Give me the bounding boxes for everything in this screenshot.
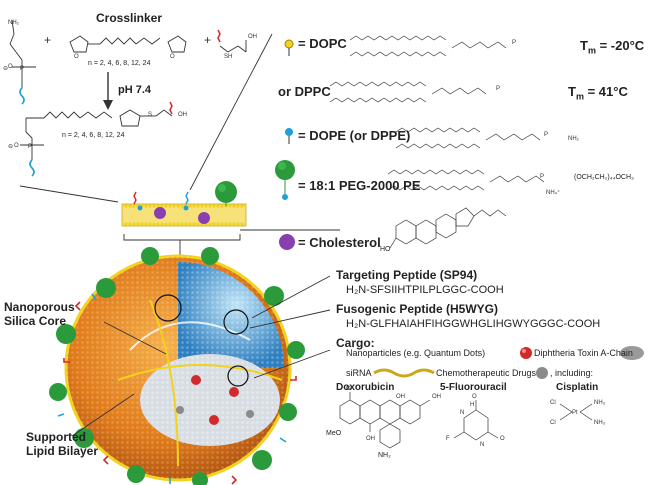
svg-text:O: O <box>170 54 175 60</box>
lipid-bilayer-label: Supported Lipid Bilayer <box>26 430 98 458</box>
svg-text:P: P <box>540 174 544 180</box>
fusogenic-peptide-sequence: H₂N-GLFHAIAHFIHGGWHGLIHGWYGGGC-COOH <box>346 318 601 330</box>
crosslinker-n-values-top: n = 2, 4, 6, 8, 12, 24 <box>88 60 151 67</box>
cholesterol-label: = Cholesterol <box>298 235 381 250</box>
svg-text:F: F <box>446 436 450 442</box>
cholesterol-ho-label: HO <box>380 246 391 253</box>
svg-text:P: P <box>512 40 516 46</box>
svg-text:NH₃: NH₃ <box>594 400 606 406</box>
particle-pointers <box>71 275 331 437</box>
svg-text:O: O <box>14 143 19 149</box>
svg-text:+: + <box>44 33 51 47</box>
dopc-tm-subscript: m <box>587 45 596 56</box>
doxorubicin-nh2-label: NH₂ <box>378 452 391 459</box>
svg-text:O: O <box>346 386 351 392</box>
svg-text:P: P <box>496 86 500 92</box>
lipid-legend-icons <box>275 39 295 250</box>
svg-text:NH₄⁺: NH₄⁺ <box>546 189 560 196</box>
dppc-label: or DPPC <box>278 84 331 99</box>
lipid-bilayer-line1: Supported <box>26 430 86 444</box>
svg-text:+: + <box>204 33 211 47</box>
crosslinker-n-values-bottom: n = 2, 4, 6, 8, 12, 24 <box>62 132 125 139</box>
svg-text:O: O <box>74 54 79 60</box>
svg-text:Cl: Cl <box>550 420 556 426</box>
svg-text:OH: OH <box>178 112 187 118</box>
svg-text:OH: OH <box>248 34 257 40</box>
peg-pe-label: = 18:1 PEG-2000 PE <box>298 178 421 193</box>
svg-text:O: O <box>500 436 505 442</box>
silica-core-line1: Nanoporous <box>4 300 75 314</box>
cargo-nanoparticles: Nanoparticles (e.g. Quantum Dots) <box>346 348 486 358</box>
drug-structures <box>339 392 593 449</box>
svg-text:OH: OH <box>366 436 375 442</box>
cargo-sirna: siRNA <box>346 368 372 378</box>
svg-text:NH₃: NH₃ <box>594 420 606 426</box>
svg-text:S: S <box>148 112 152 118</box>
dopc-label: = DOPC <box>298 36 347 51</box>
bilayer-snippet <box>121 181 247 241</box>
svg-text:OH: OH <box>432 394 441 400</box>
crosslinker-reaction <box>9 19 247 177</box>
svg-text:⊖: ⊖ <box>3 66 8 72</box>
targeting-peptide-title: Targeting Peptide (SP94) <box>336 268 478 282</box>
cisplatin-label: Cisplatin <box>556 382 599 393</box>
dopc-tm-symbol: T <box>580 38 588 53</box>
svg-text:O: O <box>472 394 477 400</box>
svg-text:P: P <box>20 66 24 72</box>
dppc-tm-subscript: m <box>575 91 584 102</box>
svg-text:P: P <box>28 144 32 150</box>
svg-text:N: N <box>480 442 484 448</box>
fluorouracil-label: 5-Fluorouracil <box>440 382 507 393</box>
cargo-chemo: Chemotherapeutic Drugs <box>436 368 537 378</box>
svg-text:OH: OH <box>396 394 405 400</box>
lipid-structures <box>329 35 545 249</box>
dopc-tm-value: = -20°C <box>595 38 645 53</box>
svg-text:NH₂: NH₂ <box>568 136 580 142</box>
peg-formula: (OCH₂CH₂)₄₄OCH₃ <box>574 174 634 181</box>
svg-text:NH₂: NH₂ <box>8 20 20 26</box>
svg-text:O: O <box>8 64 13 70</box>
dppc-tm-symbol: T <box>568 84 576 99</box>
doxorubicin-label: Doxorubicin <box>336 382 395 393</box>
fusogenic-peptide-title: Fusogenic Peptide (H5WYG) <box>336 302 499 316</box>
svg-text:N: N <box>460 410 464 416</box>
silica-core-line2: Silica Core <box>4 314 67 328</box>
svg-text:P: P <box>544 132 548 138</box>
svg-text:⊖: ⊖ <box>8 144 13 150</box>
svg-text:H: H <box>470 402 474 408</box>
targeting-peptide-sequence: H₂N-SFSIIHTPILPLGGC-COOH <box>346 284 504 296</box>
protocell-particle <box>49 247 305 485</box>
cargo-including: , including: <box>550 368 594 378</box>
dppc-tm-value: = 41°C <box>583 84 628 99</box>
reaction-ph-label: pH 7.4 <box>118 84 152 96</box>
cargo-toxin: Diphtheria Toxin A-Chain <box>534 348 633 358</box>
connector-lines <box>19 33 340 262</box>
dppc-tm-label: Tm = 41°C <box>568 84 628 102</box>
cargo-title: Cargo: <box>336 336 375 350</box>
crosslinker-title: Crosslinker <box>96 11 163 25</box>
svg-text:Cl: Cl <box>550 400 556 406</box>
doxorubicin-meo-label: MeO <box>326 430 342 437</box>
silica-core-label: Nanoporous Silica Core <box>4 300 75 328</box>
dopc-tm-label: Tm = -20°C <box>580 38 644 56</box>
dope-label: = DOPE (or DPPE) <box>298 128 411 143</box>
cargo-icons <box>373 346 644 379</box>
svg-text:SH: SH <box>224 54 232 60</box>
lipid-bilayer-line2: Lipid Bilayer <box>26 444 99 458</box>
svg-text:Pt: Pt <box>572 410 578 416</box>
